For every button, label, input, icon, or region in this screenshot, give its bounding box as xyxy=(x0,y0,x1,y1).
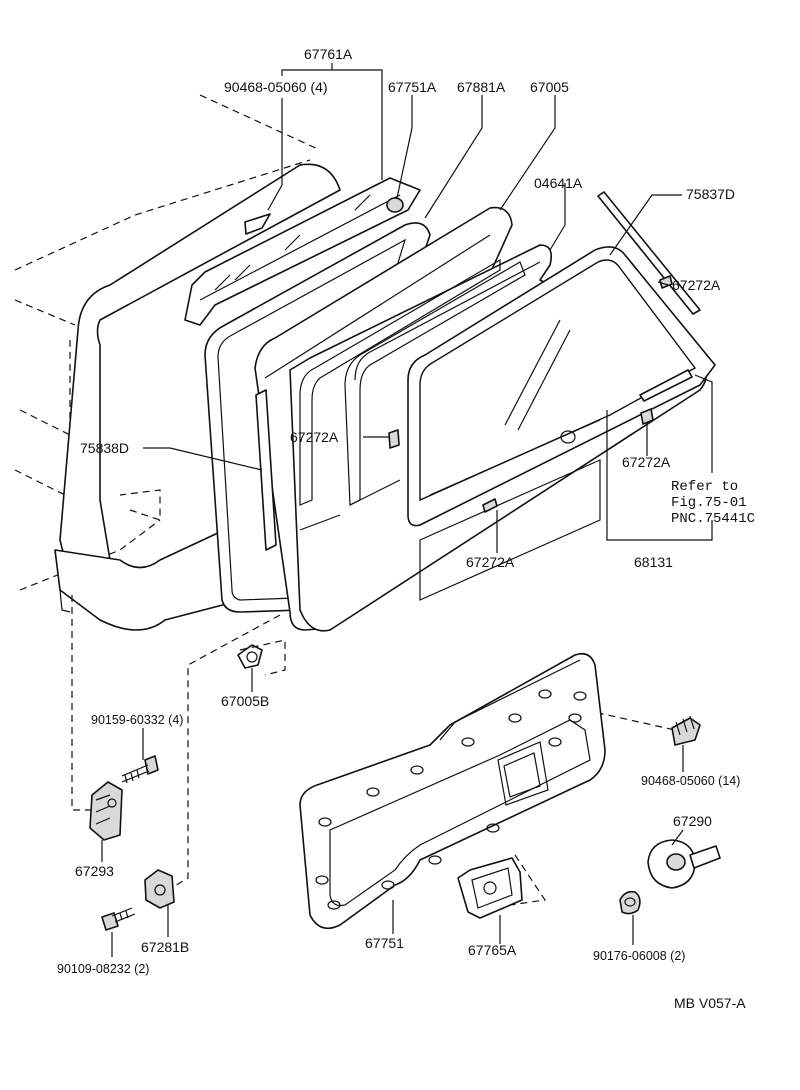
bolt-90159-60332 xyxy=(121,755,159,784)
screw-90109-08232 xyxy=(101,907,136,931)
label-67761A: 67761A xyxy=(304,46,353,62)
weatherstrip-04641A xyxy=(354,261,541,381)
label-04641A: 04641A xyxy=(534,175,583,191)
label-67272A-bottom: 67272A xyxy=(466,554,515,570)
clip-67751A xyxy=(386,197,404,213)
label-67765A: 67765A xyxy=(468,942,517,958)
label-90468-05060-14: 90468-05060 (14) xyxy=(641,774,740,788)
label-75837D: 75837D xyxy=(686,186,735,202)
clip-90468-05060-14 xyxy=(671,715,701,746)
cushion-67005B xyxy=(237,644,263,669)
label-90109-08232-2: 90109-08232 (2) xyxy=(57,962,149,976)
label-67281B: 67281B xyxy=(141,939,189,955)
trim-clip-holes xyxy=(315,689,587,910)
label-90176-06008-2: 90176-06008 (2) xyxy=(593,949,685,963)
label-67881A: 67881A xyxy=(457,79,506,95)
label-67751A: 67751A xyxy=(388,79,437,95)
part-number-labels: 67761A 90468-05060 (4) 67751A 67881A 670… xyxy=(57,46,755,1011)
ref-text-line3: PNC.75441C xyxy=(671,511,755,527)
molding-75837D xyxy=(597,191,701,315)
label-67005B: 67005B xyxy=(221,693,269,709)
molding-75838D xyxy=(255,389,277,551)
label-90468-05060-4: 90468-05060 (4) xyxy=(224,79,328,95)
spoiler-67761A xyxy=(184,177,421,326)
label-67005: 67005 xyxy=(530,79,569,95)
damper-67290 xyxy=(647,839,721,889)
clip-67272A-set xyxy=(388,275,673,513)
label-67293: 67293 xyxy=(75,863,114,879)
label-90159-60332-4: 90159-60332 (4) xyxy=(91,713,183,727)
ref-text-line1: Refer to xyxy=(671,479,738,495)
label-67751: 67751 xyxy=(365,935,404,951)
hinge-67293 xyxy=(89,781,123,841)
label-68131: 68131 xyxy=(634,554,673,570)
handle-67765A xyxy=(457,857,523,919)
leader-lines xyxy=(101,63,713,957)
label-67272A-left: 67272A xyxy=(290,429,339,445)
label-75838D: 75838D xyxy=(80,440,129,456)
ref-text-line2: Fig.75-01 xyxy=(671,495,747,511)
label-67290: 67290 xyxy=(673,813,712,829)
label-67272A-top: 67272A xyxy=(672,277,721,293)
bracket-67281B xyxy=(144,869,175,909)
clip-90176-06008 xyxy=(619,890,641,915)
label-67272A-right: 67272A xyxy=(622,454,671,470)
trim-board-67751 xyxy=(299,652,606,930)
back-door-glass-68131 xyxy=(407,246,716,601)
diagram-code: MB V057-A xyxy=(674,995,746,1011)
